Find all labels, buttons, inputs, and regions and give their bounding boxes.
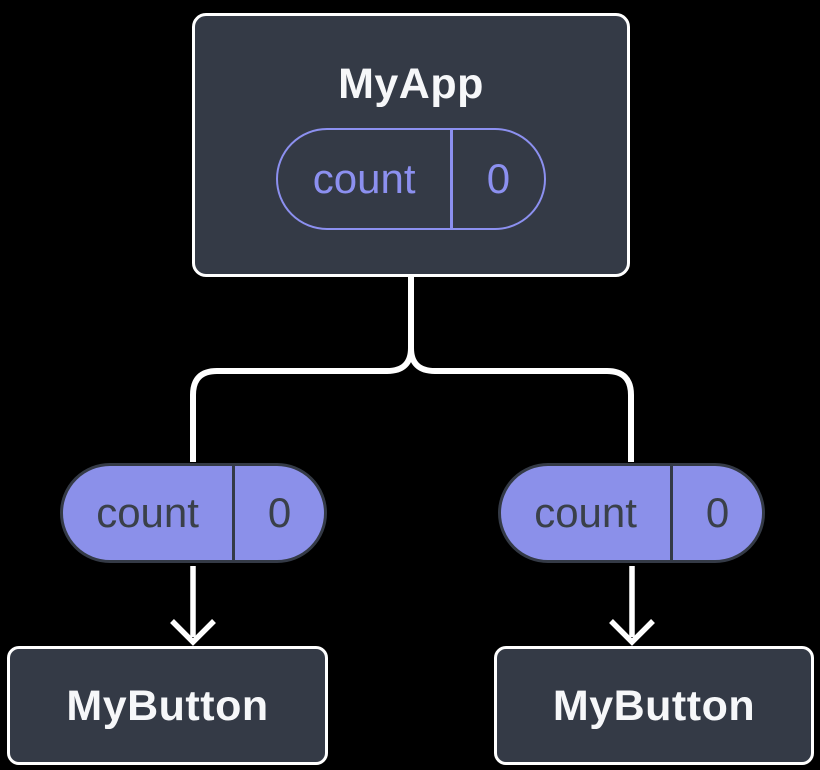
arrow-right-head-icon	[609, 619, 655, 646]
component-node-myapp: MyApp count 0	[192, 13, 630, 277]
state-pill-myapp: count 0	[276, 128, 546, 230]
component-node-mybutton-right: MyButton	[494, 646, 814, 765]
node-title-myapp: MyApp	[338, 60, 484, 108]
prop-pill-key: count	[96, 489, 199, 536]
node-title-mybutton: MyButton	[66, 681, 269, 730]
state-pill-divider	[450, 130, 453, 228]
prop-pill-right: count 0	[498, 463, 765, 563]
prop-pill-left: count 0	[60, 463, 327, 563]
tree-branch-right	[408, 275, 634, 462]
prop-pill-divider	[670, 466, 674, 560]
prop-pill-value: 0	[267, 489, 292, 536]
component-node-mybutton-left: MyButton	[7, 646, 328, 765]
tree-branch-left	[190, 275, 414, 462]
arrow-left-head-icon	[170, 619, 216, 646]
state-pill-key: count	[312, 155, 416, 202]
state-pill-value: 0	[486, 155, 511, 202]
prop-pill-divider	[232, 466, 236, 560]
prop-pill-value: 0	[705, 489, 730, 536]
node-title-mybutton: MyButton	[552, 681, 756, 730]
prop-pill-key: count	[534, 489, 637, 536]
